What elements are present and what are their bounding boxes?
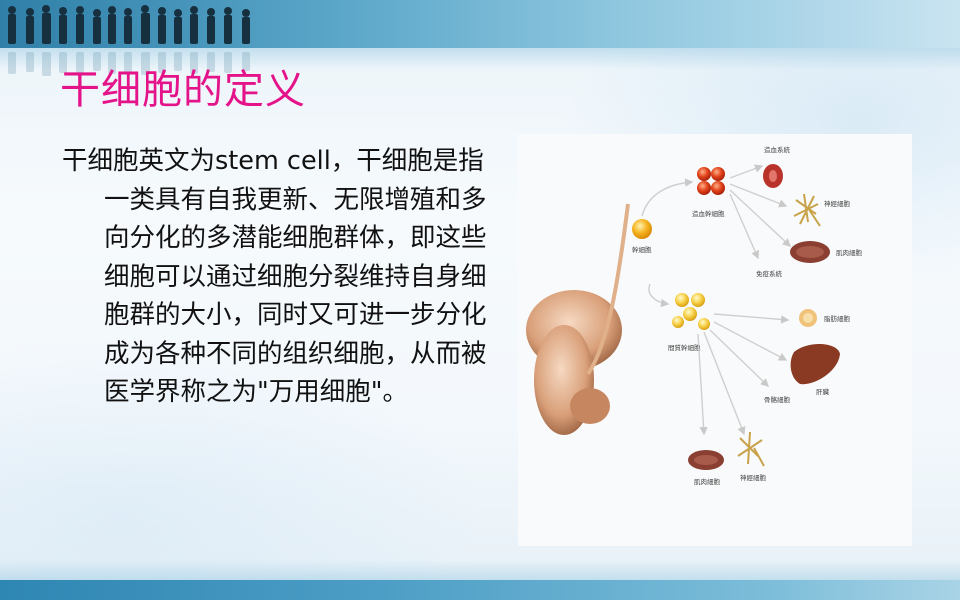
header-gloss <box>0 48 960 70</box>
nerve-cell-top-icon: 神經細胞 <box>793 193 851 227</box>
mesenchymal-stem-cells-icon: 間質幹細胞 <box>668 293 710 352</box>
stem-cell-icon: 幹細胞 <box>632 219 652 254</box>
fat-cell-icon: 脂肪細胞 <box>799 309 851 327</box>
label-muscle-cell-bottom: 肌肉細胞 <box>694 477 721 486</box>
label-stem-cell: 幹細胞 <box>632 245 652 254</box>
label-nerve-cell-bottom: 神經細胞 <box>740 473 767 482</box>
label-blood-system: 造血系統 <box>764 145 791 154</box>
fetus-illustration <box>526 203 630 435</box>
footer-gloss <box>0 560 960 580</box>
label-nerve-cell-top: 神經細胞 <box>824 199 851 208</box>
label-hematopoietic-stem-cell: 造血幹細胞 <box>692 209 725 218</box>
label-bone-cell: 骨骼細胞 <box>764 395 791 404</box>
label-fat-cell: 脂肪細胞 <box>824 314 851 323</box>
nerve-cell-bottom-icon: 神經細胞 <box>737 431 767 482</box>
stem-cell-differentiation-figure: 幹細胞 造血幹細胞 間質幹細胞 <box>518 134 912 546</box>
muscle-cell-top-icon: 肌肉細胞 <box>790 241 863 263</box>
people-silhouettes-decoration <box>8 5 250 76</box>
liver-icon: 肝臟 <box>790 343 840 396</box>
slide-body-text: 干细胞英文为stem cell，干细胞是指一类具有自我更新、无限增殖和多向分化的… <box>62 146 487 407</box>
differentiation-arrows <box>641 164 792 436</box>
label-immune-system: 免疫系統 <box>756 269 783 278</box>
footer-band <box>0 580 960 600</box>
label-muscle-cell-top: 肌肉細胞 <box>836 248 863 257</box>
muscle-cell-bottom-icon: 肌肉細胞 <box>688 450 724 486</box>
label-mesenchymal-stem-cell: 間質幹細胞 <box>668 343 701 352</box>
label-liver: 肝臟 <box>816 387 830 396</box>
blood-cell-icon: 造血系統 <box>763 145 791 188</box>
slide-title: 干细胞的定义 <box>60 67 306 113</box>
hematopoietic-stem-cells-icon: 造血幹細胞 <box>692 167 725 218</box>
